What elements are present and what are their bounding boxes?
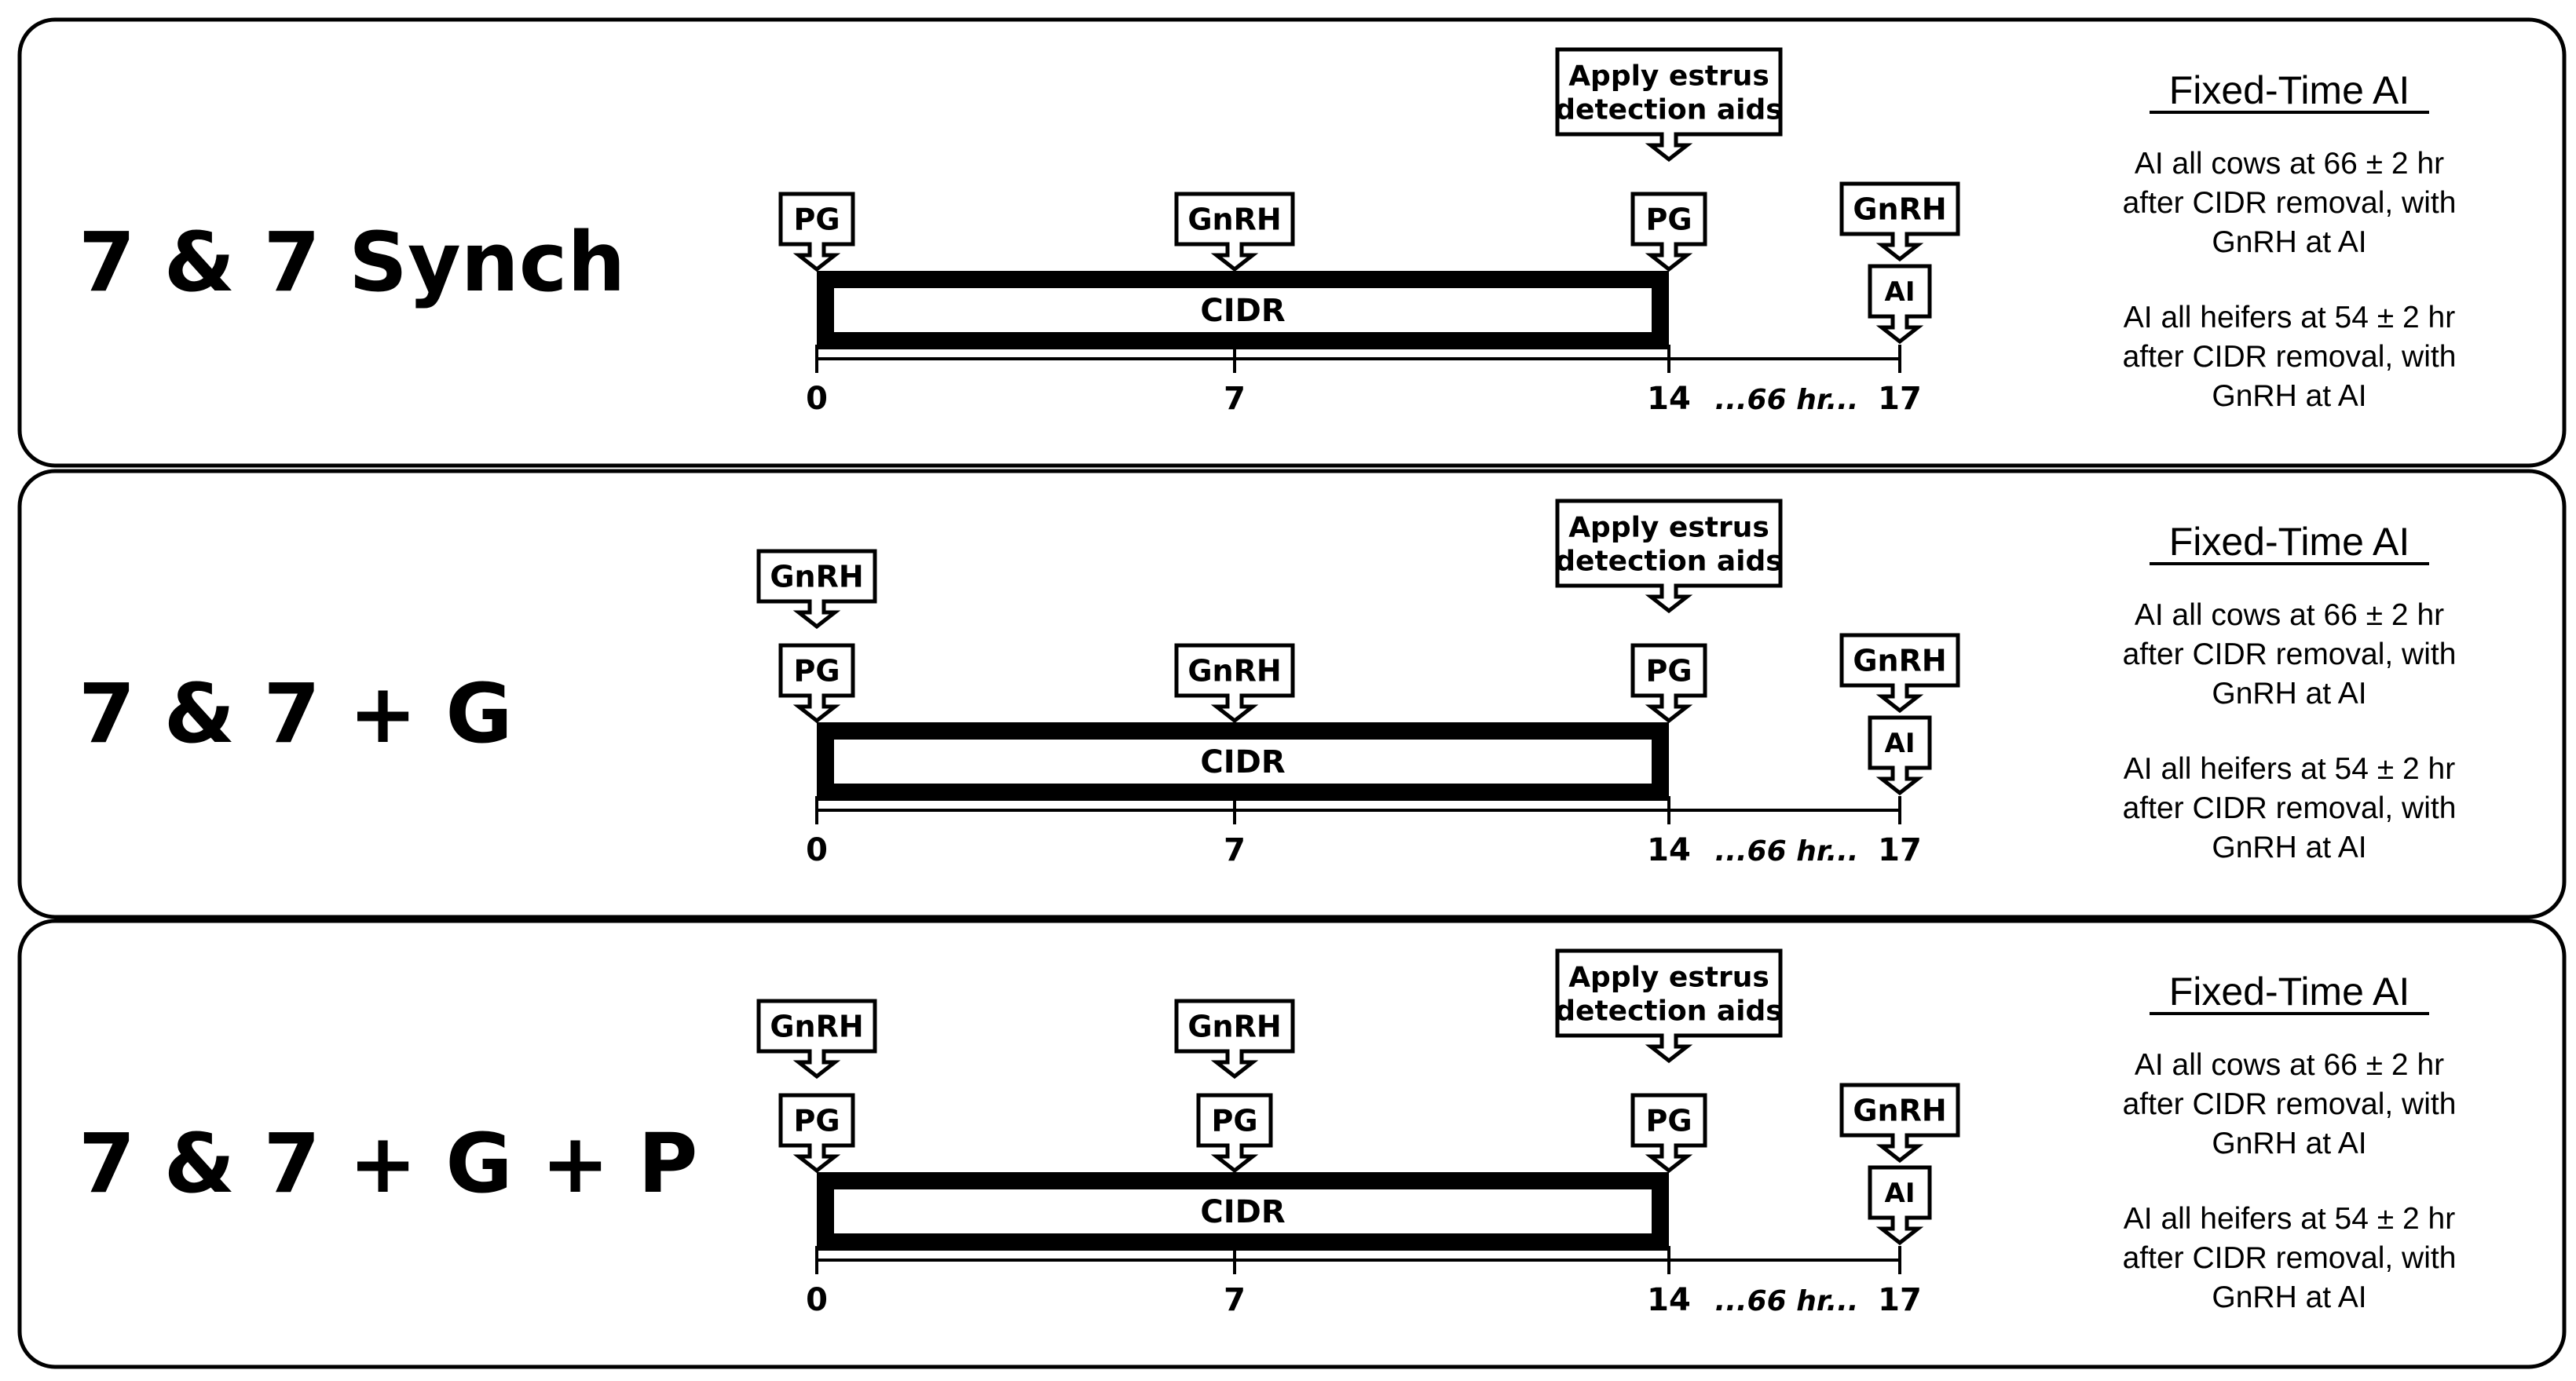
axis-tick-label: 17 <box>1878 381 1922 417</box>
day17-gnrh-callout <box>1839 181 1960 262</box>
protocol-title: 7 & 7 + G + P <box>79 1116 698 1211</box>
day14-callout-label: PG <box>1645 1104 1692 1138</box>
protocol-panel: 7 & 7 + G CIDR 0 7 14 17 ...66 hr... PG GnRH GnRH… <box>17 469 2567 919</box>
day0-pre-callout <box>756 999 877 1080</box>
heifers-text-line: AI all heifers at 54 ± 2 hr <box>2124 301 2455 334</box>
heifers-text-line: AI all heifers at 54 ± 2 hr <box>2124 752 2455 786</box>
cows-text-line: AI all cows at 66 ± 2 hr <box>2135 1048 2444 1082</box>
cows-text-line: GnRH at AI <box>2212 677 2366 711</box>
axis-tick-label: 7 <box>1224 1282 1246 1318</box>
fixed-time-heading: Fixed-Time AI <box>2169 520 2410 564</box>
heifers-text-line: AI all heifers at 54 ± 2 hr <box>2124 1202 2455 1236</box>
ai-callout <box>1868 264 1932 345</box>
day17-gnrh-callout-label: GnRH <box>1853 1094 1946 1128</box>
cidr-bar <box>817 271 1669 349</box>
estrus-aids-callout-label: detection aids <box>1555 94 1782 126</box>
cows-text-line: AI all cows at 66 ± 2 hr <box>2135 147 2444 181</box>
estrus-aids-callout-label: Apply estrus <box>1568 961 1769 993</box>
axis-tick-label: 0 <box>806 1282 828 1318</box>
axis-tick-label: 17 <box>1878 1282 1922 1318</box>
day0-pre-callout-label: GnRH <box>770 1010 863 1044</box>
estrus-aids-callout <box>1555 948 1783 1064</box>
fixed-time-heading: Fixed-Time AI <box>2169 970 2410 1014</box>
axis-tick-label: 14 <box>1647 1282 1691 1318</box>
day17-gnrh-callout-label: GnRH <box>1853 644 1946 678</box>
day0-callout-label: PG <box>793 203 840 237</box>
day7-callout-label: PG <box>1211 1104 1257 1138</box>
panel-frame <box>17 919 2567 1369</box>
heifers-text-line: GnRH at AI <box>2212 379 2366 413</box>
day7-pre-callout-label: GnRH <box>1187 1010 1281 1044</box>
estrus-aids-callout-label: detection aids <box>1555 546 1782 578</box>
axis-tick-label: 0 <box>806 381 828 417</box>
cows-text-line: AI all cows at 66 ± 2 hr <box>2135 598 2444 632</box>
day14-callout <box>1630 1093 1707 1174</box>
heifers-text-line: GnRH at AI <box>2212 831 2366 864</box>
day14-callout <box>1630 643 1707 724</box>
cows-text-line: after CIDR removal, with <box>2123 186 2457 220</box>
heifers-text-line: after CIDR removal, with <box>2123 340 2457 374</box>
cows-text-line: after CIDR removal, with <box>2123 1087 2457 1121</box>
ai-callout-label: AI <box>1885 1178 1916 1209</box>
interval-label: ...66 hr... <box>1715 1285 1859 1317</box>
day14-callout <box>1630 192 1707 272</box>
protocol-panel: 7 & 7 + G + P CIDR 0 7 14 17 ...66 hr... PG GnRH… <box>17 919 2567 1369</box>
estrus-aids-callout <box>1555 47 1783 163</box>
cows-text-line: GnRH at AI <box>2212 225 2366 259</box>
day14-callout-label: PG <box>1645 654 1692 689</box>
estrus-aids-callout-label: Apply estrus <box>1568 60 1769 92</box>
day17-gnrh-callout-label: GnRH <box>1853 192 1946 227</box>
day0-callout <box>778 1093 855 1174</box>
day0-pre-callout-label: GnRH <box>770 560 863 594</box>
day17-gnrh-callout <box>1839 633 1960 714</box>
heifers-text-line: GnRH at AI <box>2212 1281 2366 1314</box>
heifers-text-line: after CIDR removal, with <box>2123 791 2457 825</box>
day0-callout-label: PG <box>793 654 840 689</box>
day7-callout-label: GnRH <box>1187 654 1281 689</box>
heifers-text-line: after CIDR removal, with <box>2123 1241 2457 1275</box>
day0-callout <box>778 192 855 272</box>
estrus-aids-callout <box>1555 499 1783 614</box>
axis-tick-label: 17 <box>1878 832 1922 868</box>
axis-tick-label: 7 <box>1224 381 1246 417</box>
day7-callout <box>1174 643 1295 724</box>
estrus-aids-callout-label: Apply estrus <box>1568 511 1769 543</box>
day7-callout-label: GnRH <box>1187 203 1281 237</box>
ai-callout <box>1868 1165 1932 1246</box>
axis-tick-label: 14 <box>1647 832 1691 868</box>
interval-label: ...66 hr... <box>1715 835 1859 868</box>
interval-label: ...66 hr... <box>1715 384 1859 416</box>
axis-tick-label: 0 <box>806 832 828 868</box>
cidr-bar <box>817 722 1669 801</box>
cidr-label: CIDR <box>1200 1194 1285 1230</box>
ai-callout-label: AI <box>1885 728 1916 759</box>
cidr-label: CIDR <box>1200 744 1285 780</box>
protocol-title: 7 & 7 Synch <box>79 214 625 310</box>
day0-pre-callout <box>756 549 877 630</box>
day7-callout <box>1196 1093 1273 1174</box>
ai-callout-label: AI <box>1885 276 1916 308</box>
fixed-time-heading: Fixed-Time AI <box>2169 68 2410 112</box>
day7-callout <box>1174 192 1295 272</box>
axis-tick-label: 14 <box>1647 381 1691 417</box>
day0-callout-label: PG <box>793 1104 840 1138</box>
day17-gnrh-callout <box>1839 1083 1960 1164</box>
day14-callout-label: PG <box>1645 203 1692 237</box>
ai-callout <box>1868 715 1932 796</box>
day7-pre-callout <box>1174 999 1295 1080</box>
cidr-bar <box>817 1172 1669 1251</box>
day0-callout <box>778 643 855 724</box>
estrus-aids-callout-label: detection aids <box>1555 996 1782 1028</box>
axis-tick-label: 7 <box>1224 832 1246 868</box>
cidr-label: CIDR <box>1200 293 1285 329</box>
protocol-title: 7 & 7 + G <box>79 666 513 762</box>
cows-text-line: GnRH at AI <box>2212 1127 2366 1160</box>
cows-text-line: after CIDR removal, with <box>2123 638 2457 671</box>
